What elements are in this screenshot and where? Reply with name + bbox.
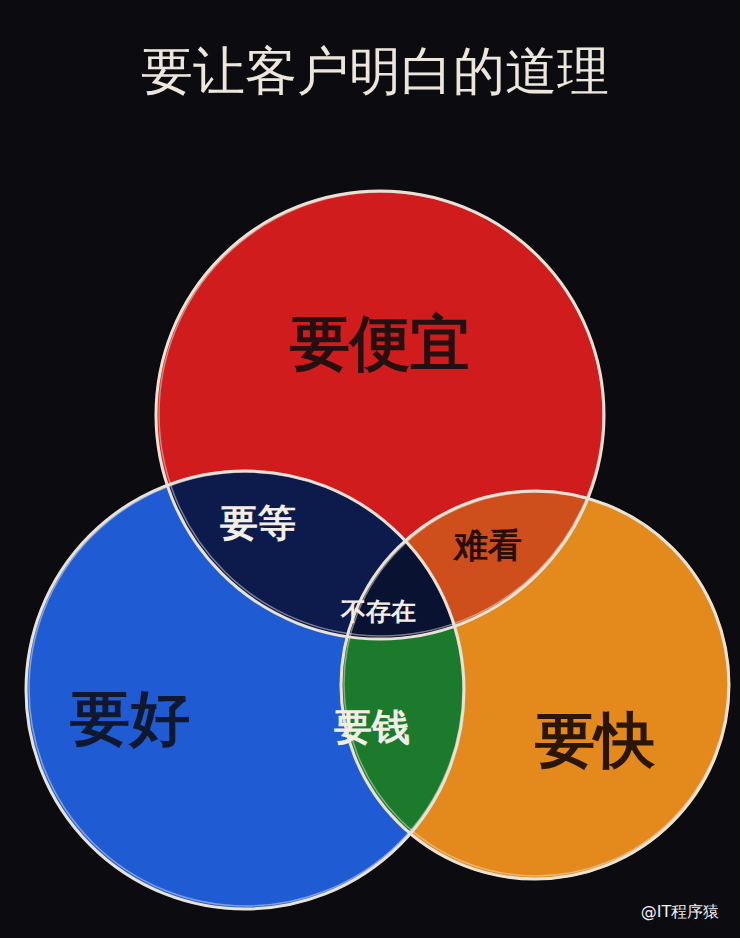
chalk-outline [338,488,732,882]
circle-label: 要好 [70,685,190,751]
circle-outline [341,491,729,879]
orange-fill [340,490,730,880]
fast-circle: 要快 [340,490,730,880]
chalk-title: 要让客户明白的道理 [141,43,609,100]
circle-outline-sketch [29,472,463,906]
overlap-label: 要等 [220,503,296,545]
blue-orange-overlap [340,490,730,880]
watermark: @IT程序猿 [641,903,720,921]
circle-label: 要便宜 [290,310,470,376]
overlap-label: 难看 [454,527,522,564]
circle-outline [26,471,464,909]
center-overlap [340,490,730,880]
circle-label: 要快 [535,707,655,773]
chalk-outline [153,188,607,642]
circle-outline-sketch [344,492,728,876]
overlap-label: 要钱 [334,707,410,749]
overlap-label: 不存在 [341,598,416,626]
red-orange-overlap [340,490,730,880]
